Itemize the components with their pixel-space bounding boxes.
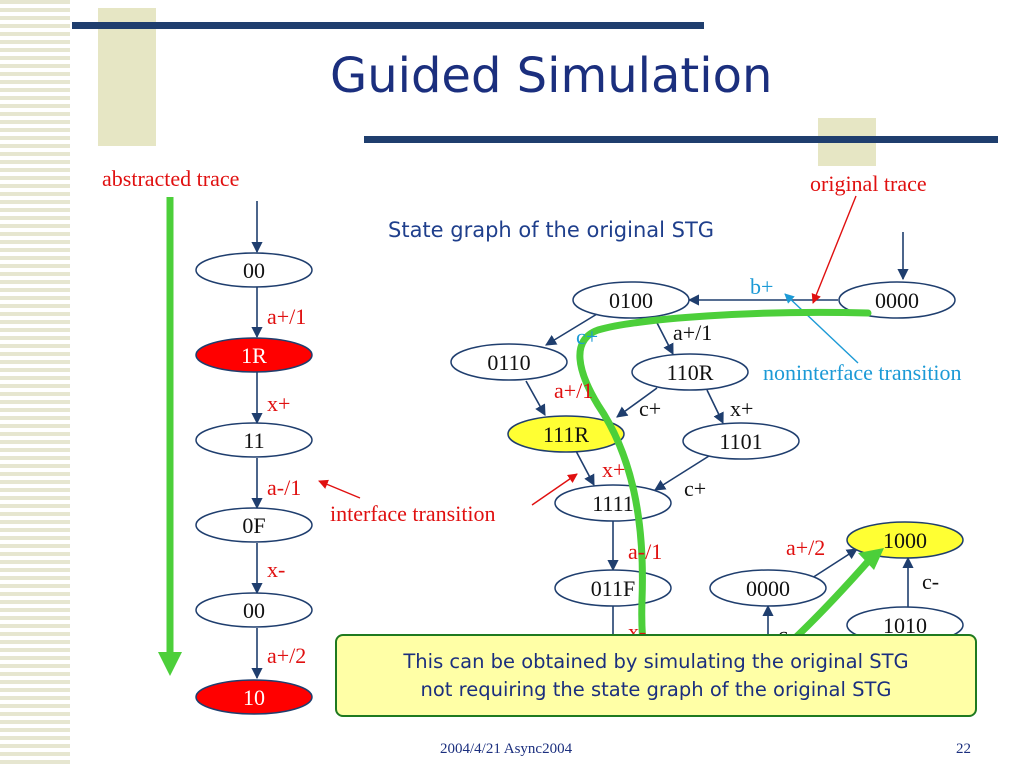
abstract-state-1R-label: 1R: [241, 343, 267, 368]
footer-date-event: 2004/4/21 Async2004: [440, 741, 573, 757]
state-0110: [450, 343, 568, 381]
abstracted-trace-heading: abstracted trace: [102, 166, 240, 191]
state-1111-label: 1111: [592, 491, 634, 516]
abstract-transition-2: x+: [267, 391, 291, 416]
abstract-state-00: [195, 252, 313, 288]
abstract-transition-5: a+/2: [267, 643, 307, 668]
slide-title: Guided Simulation: [330, 48, 773, 104]
abstract-transition-1: a+/1: [267, 304, 307, 329]
edge-label-c-minus: c-: [922, 569, 940, 594]
abstracted-trace-arrowhead: [158, 652, 182, 676]
abstract-state-11: [195, 422, 313, 458]
state-0000-lower: [709, 569, 827, 607]
callout-line-2: not requiring the state graph of the ori…: [420, 677, 892, 701]
state-1101-label: 1101: [719, 429, 762, 454]
noninterface-transition-label: noninterface transition: [763, 360, 962, 385]
state-110R-label: 110R: [667, 360, 714, 385]
edge-label-a-minus-1: a-/1: [628, 539, 663, 564]
edge-110R-1101: [706, 389, 724, 425]
state-111R-label: 111R: [543, 422, 589, 447]
state-1111: [554, 484, 672, 522]
abstract-state-1R: [195, 337, 313, 373]
edge-label-a-plus-1-top: a+/1: [673, 320, 713, 345]
edge-label-x-plus-mid: x+: [602, 457, 626, 482]
abstract-transition-3: a-/1: [267, 475, 302, 500]
state-111R: [507, 415, 625, 453]
state-1010-label: 1010: [883, 613, 927, 638]
state-0000-start: [838, 281, 956, 319]
edge-0000-1000: [811, 548, 858, 579]
edge-0110-111R: [525, 380, 546, 416]
original-trace-label: original trace: [810, 171, 927, 196]
edge-0100-0110: [545, 313, 598, 346]
title-rule-bottom: [364, 136, 998, 143]
state-graph-title: State graph of the original STG: [388, 218, 715, 242]
abstract-state-0F: [195, 507, 313, 543]
title-rule-top: [72, 22, 704, 29]
state-0000-lower-label: 0000: [746, 576, 790, 601]
edge-label-c-plus-low: c+: [684, 476, 707, 501]
edge-label-c-plus-mid: c+: [639, 396, 662, 421]
interface-transition-pointer-b: [318, 479, 361, 499]
abstract-state-0F-label: 0F: [242, 513, 265, 538]
abstract-transition-4: x-: [267, 557, 286, 582]
edge-label-b-plus: b+: [750, 274, 774, 299]
callout-line-1: This can be obtained by simulating the o…: [403, 650, 909, 674]
callout-box: This can be obtained by simulating the o…: [335, 634, 977, 717]
edge-110R-111R: [616, 387, 658, 418]
state-0000-start-label: 0000: [875, 288, 919, 313]
state-1000-label: 1000: [883, 528, 927, 553]
interface-transition-label: interface transition: [330, 501, 496, 526]
state-0110-label: 0110: [487, 350, 530, 375]
abstract-state-00b: [195, 592, 313, 628]
original-trace-arrowhead: [858, 548, 884, 570]
original-trace-pointer: [811, 195, 857, 304]
edge-1101-1111: [654, 455, 710, 491]
abstract-state-10-label: 10: [243, 685, 265, 710]
state-0100-label: 0100: [609, 288, 653, 313]
state-011F-label: 011F: [591, 576, 635, 601]
state-1000: [846, 521, 964, 559]
slide-number: 22: [956, 741, 971, 757]
decorative-block-top: [98, 8, 156, 146]
noninterface-transition-pointer: [784, 293, 859, 364]
edge-111R-1111: [575, 450, 595, 486]
state-1101: [682, 422, 800, 460]
edge-label-a-plus-1-left: a+/1: [554, 378, 594, 403]
edge-label-x-plus-right: x+: [730, 396, 754, 421]
interface-transition-pointer-a: [531, 473, 578, 506]
edge-label-c-plus-top: c+: [576, 324, 599, 349]
abstract-state-00b-label: 00: [243, 598, 265, 623]
abstract-state-10: [195, 679, 313, 715]
abstract-state-11-label: 11: [243, 428, 264, 453]
abstract-state-00-label: 00: [243, 258, 265, 283]
edge-label-a-plus-2: a+/2: [786, 535, 826, 560]
state-110R: [631, 353, 749, 391]
decorative-stripes: [0, 0, 70, 768]
state-0100: [572, 281, 690, 319]
